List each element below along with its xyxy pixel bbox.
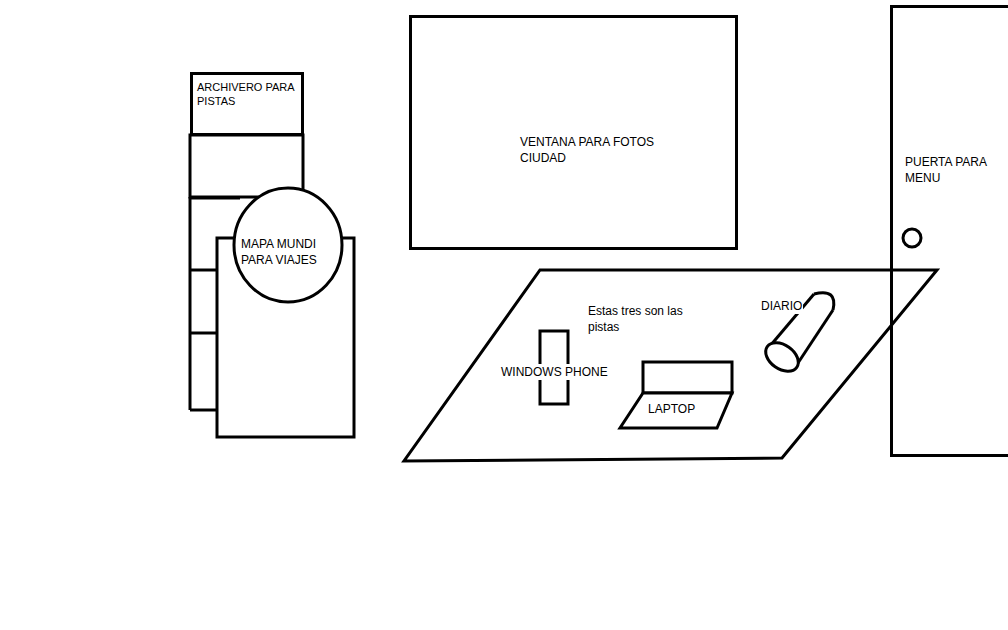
newspaper-end (814, 293, 834, 310)
text-slot: WINDOWS PHONE (500, 362, 618, 380)
newspaper: DIARIO (756, 288, 840, 376)
text-slot: MAPA MUNDI PARA VIAJES (241, 236, 337, 268)
node-label: ARCHIVERO PARA PISTAS (197, 80, 299, 108)
text-slot: LAPTOP (648, 401, 714, 417)
door: PUERTA PARA MENU (890, 5, 1008, 457)
cabinet-drawer-line (190, 269, 217, 272)
cabinet-side (189, 197, 192, 410)
node-label: LAPTOP (648, 401, 714, 417)
laptop-screen (643, 362, 732, 393)
laptop-shape (616, 359, 738, 431)
cabinet-drawer-line (190, 332, 217, 335)
laptop-base (620, 393, 732, 428)
text-slot: ARCHIVERO PARA PISTAS (197, 80, 299, 108)
node-label: WINDOWS PHONE (500, 364, 609, 380)
node-label: MAPA MUNDI PARA VIAJES (241, 236, 337, 268)
door-knob (903, 229, 921, 247)
node-label: VENTANA PARA FOTOS CIUDAD (520, 134, 660, 166)
desk: Estas tres son las pistasWINDOWS PHONE LA… (400, 266, 942, 466)
node-label: Estas tres son las pistas (588, 303, 696, 335)
text-slot: DIARIO (760, 296, 820, 314)
door-shape (890, 5, 1008, 457)
laptop: LAPTOP (616, 359, 738, 431)
node-label: PUERTA PARA MENU (905, 154, 995, 186)
text-slot: VENTANA PARA FOTOS CIUDAD (520, 134, 660, 166)
newspaper-roll (760, 337, 803, 377)
desk-top (404, 270, 937, 461)
window-frame: VENTANA PARA FOTOS CIUDAD (409, 15, 738, 250)
text-slot: Estas tres son las pistas (588, 303, 696, 335)
phone: WINDOWS PHONE (496, 329, 620, 407)
cabinet-top-drawer: ARCHIVERO PARA PISTAS (190, 72, 304, 136)
cabinet-drawer-line (190, 197, 240, 200)
newspaper-edge (794, 310, 833, 369)
cabinet-drawer-line (190, 409, 217, 412)
node-label: DIARIO (760, 298, 803, 314)
map-outline (234, 188, 342, 302)
world-map-circle: MAPA MUNDI PARA VIAJES (232, 186, 344, 304)
text-slot: PUERTA PARA MENU (905, 154, 995, 186)
